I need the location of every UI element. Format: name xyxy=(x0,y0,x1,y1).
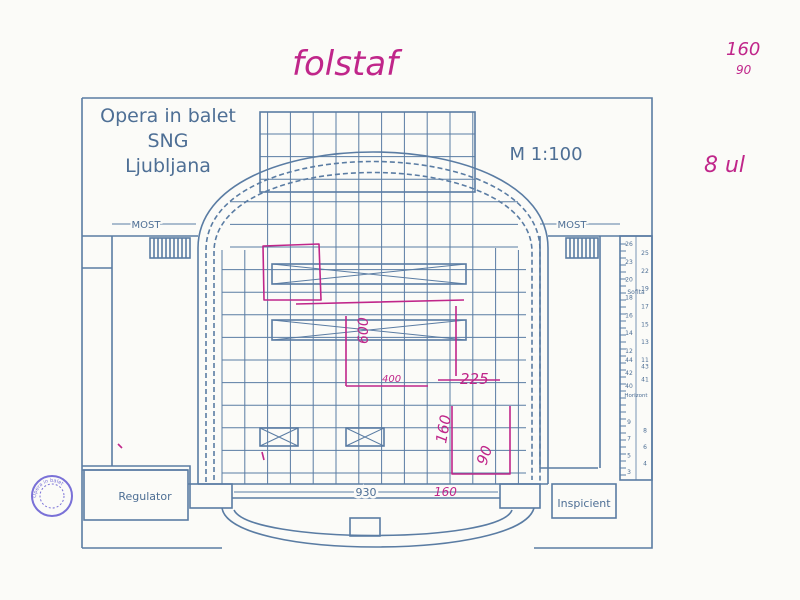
hand-dim-160-side: 160 xyxy=(432,413,455,444)
hand-tick-left xyxy=(117,443,123,449)
rail-number: 9 xyxy=(627,419,631,426)
rail-number: 41 xyxy=(641,377,649,384)
rail-number: 20 xyxy=(625,277,633,284)
left-stair-treads xyxy=(153,238,187,258)
hand-dim-160-bottom: 160 xyxy=(434,485,457,499)
rail-number: 23 xyxy=(625,259,633,266)
rail-number: 42 xyxy=(625,370,633,377)
title-line-1: Opera in balet xyxy=(100,105,236,127)
rail-number: 14 xyxy=(625,330,633,337)
regulator-room xyxy=(83,469,189,521)
hand-square xyxy=(262,243,322,301)
hand-text: folstaf 160 90 8 ul 600 400 225 160 90 1… xyxy=(292,39,760,499)
rail-number: 22 xyxy=(641,268,649,275)
rail-number: 26 xyxy=(625,241,633,248)
hand-rect-outline xyxy=(295,299,465,387)
rail-number: 6 xyxy=(643,444,647,451)
horseshoe-outer xyxy=(197,151,549,484)
hand-right-note: 8 ul xyxy=(704,153,745,178)
hand-annotations xyxy=(117,243,511,475)
rail-numbers-bottom: 9 8 7 6 5 4 3 xyxy=(627,419,647,476)
rail-number: 13 xyxy=(641,339,649,346)
fly-rail-rungs xyxy=(620,236,637,480)
pit-arc-inner xyxy=(233,509,513,537)
rail-number: 4 xyxy=(643,461,647,468)
hand-tick-mid xyxy=(261,451,265,461)
rail-numbers-mid: 44 43 42 41 40 xyxy=(625,357,649,390)
tower-block xyxy=(259,111,476,193)
left-wall-block xyxy=(189,483,233,509)
set-piece-middle xyxy=(271,319,467,341)
horseshoe-dashed-1 xyxy=(205,160,541,482)
stamp-text: Opera in balet xyxy=(32,478,64,498)
inspicient-label: Inspicient xyxy=(557,497,611,510)
hand-small-box xyxy=(451,406,511,475)
rail-number: 11 xyxy=(641,357,649,364)
right-stair-treads xyxy=(569,238,595,258)
scale-label: M 1:100 xyxy=(509,144,582,165)
hand-dim-90-side: 90 xyxy=(473,443,496,467)
hand-dim-vertical: 600 xyxy=(356,317,372,344)
stage-plan xyxy=(81,97,653,549)
right-wing-outline xyxy=(539,235,652,469)
title-line-2: SNG xyxy=(148,130,189,152)
rail-number: 40 xyxy=(625,383,633,390)
rail-number: 44 xyxy=(625,357,633,364)
set-box-left xyxy=(259,427,299,447)
rail-number: 17 xyxy=(641,303,649,310)
rail-label-top: Sofita xyxy=(627,289,645,296)
rail-number: 3 xyxy=(627,469,631,476)
hand-top-right-bottom: 90 xyxy=(736,63,752,77)
rail-number: 8 xyxy=(643,427,647,434)
pit-arc-outer xyxy=(221,507,535,548)
rail-number: 25 xyxy=(641,250,649,257)
rail-number: 7 xyxy=(627,436,631,443)
hand-dim-225: 225 xyxy=(460,370,489,388)
rail-number: 5 xyxy=(627,452,631,459)
printed-labels: Opera in balet SNG Ljubljana M 1:100 MOS… xyxy=(100,105,649,510)
inspicient-room xyxy=(551,483,617,519)
rail-number: 43 xyxy=(641,364,649,371)
right-wall-block xyxy=(499,483,541,509)
hand-top-word: folstaf xyxy=(292,44,403,84)
rail-number: 12 xyxy=(625,348,633,355)
most-right-label: MOST xyxy=(558,220,588,231)
rail-numbers-top: 26 25 23 22 20 19 18 17 16 15 14 13 12 11 xyxy=(625,241,649,364)
rail-label-mid: Horizont xyxy=(624,393,648,399)
set-piece-upper xyxy=(271,263,467,285)
ink-stamp: Opera in balet xyxy=(31,475,73,517)
title-line-3: Ljubljana xyxy=(125,155,211,177)
rail-number: 18 xyxy=(625,295,633,302)
set-box-right xyxy=(345,427,385,447)
most-left-label: MOST xyxy=(132,220,162,231)
rail-number: 19 xyxy=(641,286,649,293)
prompter-box xyxy=(349,517,381,537)
hand-top-right-top: 160 xyxy=(726,39,760,60)
hand-dim-400: 400 xyxy=(382,374,401,385)
rail-number: 15 xyxy=(641,321,649,328)
regulator-label: Regulator xyxy=(118,490,172,503)
rail-number: 16 xyxy=(625,312,633,319)
width-dim-label: 930 xyxy=(356,486,377,499)
horseshoe-dashed-2 xyxy=(213,171,533,480)
left-wing-outline xyxy=(82,235,198,485)
